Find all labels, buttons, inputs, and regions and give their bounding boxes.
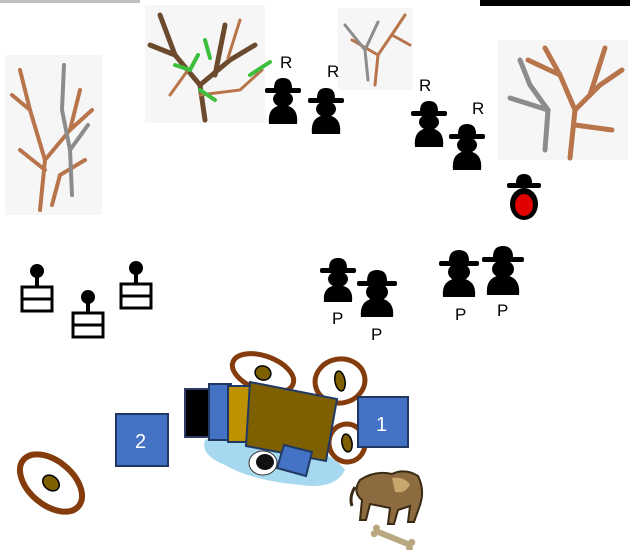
p-soldiers-group: P P P xyxy=(320,246,524,344)
hat-figure-icon xyxy=(320,258,356,302)
hat-figure-icon xyxy=(482,246,524,295)
wheel-icon[interactable] xyxy=(312,355,369,407)
wheel-icon[interactable] xyxy=(9,443,92,523)
hat-figure-icon xyxy=(439,250,479,297)
hat-figure-red-icon[interactable] xyxy=(507,174,541,220)
hat-figure-icon xyxy=(357,270,397,317)
stand-figure-icon[interactable] xyxy=(119,261,153,310)
soldier-r[interactable]: R xyxy=(308,62,344,134)
soldier-r-label: R xyxy=(327,62,339,81)
soldier-r[interactable]: R xyxy=(411,76,447,147)
vehicle-block-1[interactable]: 1 xyxy=(357,396,409,448)
hat-figure-icon xyxy=(308,88,344,134)
soldier-p-label: P xyxy=(371,325,382,344)
soldier-r-label: R xyxy=(419,76,431,95)
soldier-p-label: P xyxy=(332,309,343,328)
soldier-p-label: P xyxy=(497,301,508,320)
soldier-p[interactable]: P xyxy=(439,250,479,324)
soldier-r[interactable]: R xyxy=(449,99,485,170)
stand-figure-icon[interactable] xyxy=(71,290,105,339)
tree-icon xyxy=(145,5,272,123)
vehicle-block-2-label: 2 xyxy=(135,431,146,453)
stand-figure-icon[interactable] xyxy=(20,264,54,313)
soldier-r-label: R xyxy=(472,99,484,118)
wagon-icon[interactable] xyxy=(184,380,339,478)
r-soldiers-group: R R R xyxy=(265,53,485,170)
bone-icon[interactable] xyxy=(370,524,417,550)
soldier-r-label: R xyxy=(280,53,292,72)
hat-figure-icon xyxy=(265,78,301,124)
top-strip xyxy=(480,0,630,6)
soldier-r[interactable]: R xyxy=(265,53,301,124)
soldier-p[interactable]: P xyxy=(357,270,397,344)
soldier-p[interactable]: P xyxy=(482,246,524,320)
tree-icon xyxy=(338,8,413,90)
soldier-p-label: P xyxy=(455,305,466,324)
driver-head xyxy=(248,450,278,476)
vehicle-block-1-label: 1 xyxy=(376,414,387,436)
soldier-p[interactable]: P xyxy=(320,258,356,328)
hat-figure-icon xyxy=(411,101,447,147)
tree-icon xyxy=(5,55,102,215)
tree-icon xyxy=(498,40,628,161)
dog-icon[interactable] xyxy=(349,470,424,525)
vehicle-block-2[interactable]: 2 xyxy=(115,413,169,467)
hat-figure-icon xyxy=(449,124,485,170)
